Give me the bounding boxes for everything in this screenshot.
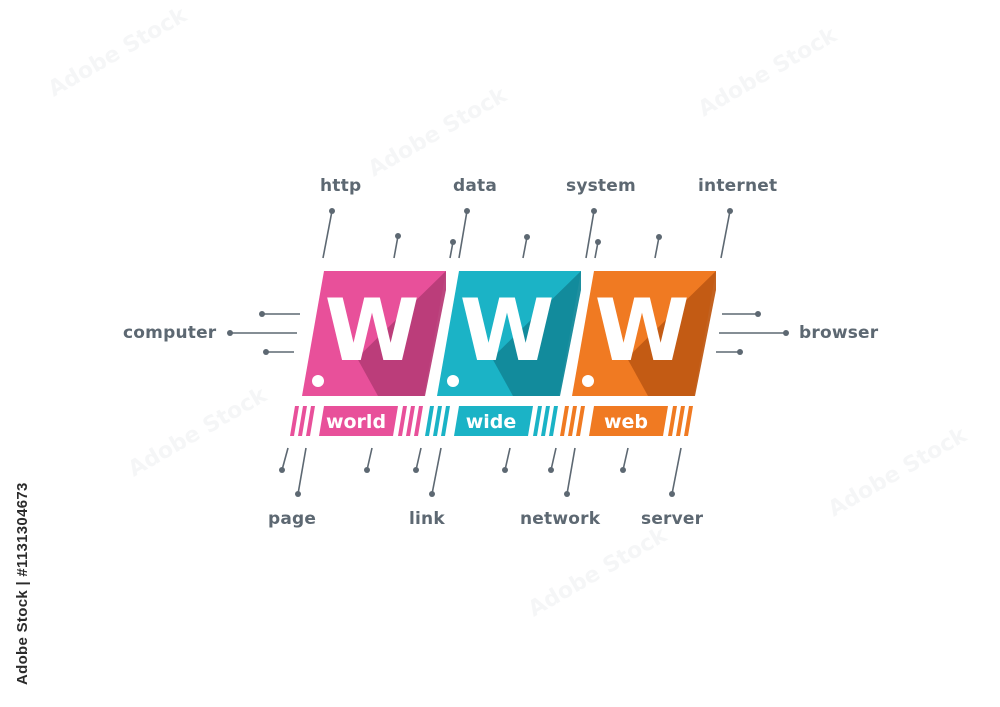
label-server: server [641,509,704,529]
tile-web-long-shadow [627,271,716,396]
tile-wide-long-shadow [492,271,581,396]
label-browser: browser [799,323,879,343]
label-network: network [520,509,601,529]
tile-wide: W [437,271,581,396]
tile-web: W [572,271,716,396]
label-http: http [320,176,362,196]
tile-world: W [302,271,446,396]
word-bar-wide-block [454,406,533,436]
word-bar-web-block [589,406,668,436]
word-wide: wide [466,411,517,433]
label-computer: computer [123,323,217,343]
label-link: link [409,509,445,529]
tile-web-letter: W [595,281,690,381]
stock-id-text: Adobe Stock | #1131304673 [14,482,31,685]
label-page: page [268,509,317,529]
word-world: world [326,411,386,433]
tile-wide-letter: W [460,281,555,381]
word-web: web [604,411,648,433]
connectors-left [227,311,300,355]
label-data: data [453,176,498,196]
tile-wide-dot [447,375,459,387]
tile-world-letter: W [325,281,420,381]
tile-world-dot [312,375,324,387]
stock-id-watermark: Adobe Stock | #1131304673 [12,465,32,685]
word-bar-wide: wide [425,406,558,436]
connectors-bottom [279,447,682,497]
label-system: system [566,176,636,196]
word-bar-web: web [560,406,693,436]
tile-web-dot [582,375,594,387]
word-bar-world: world [290,406,423,436]
connectors-top [322,208,733,259]
tile-world-long-shadow [357,271,446,396]
label-internet: internet [698,176,778,196]
word-bar-world-block [319,406,398,436]
connectors-right [716,311,789,355]
